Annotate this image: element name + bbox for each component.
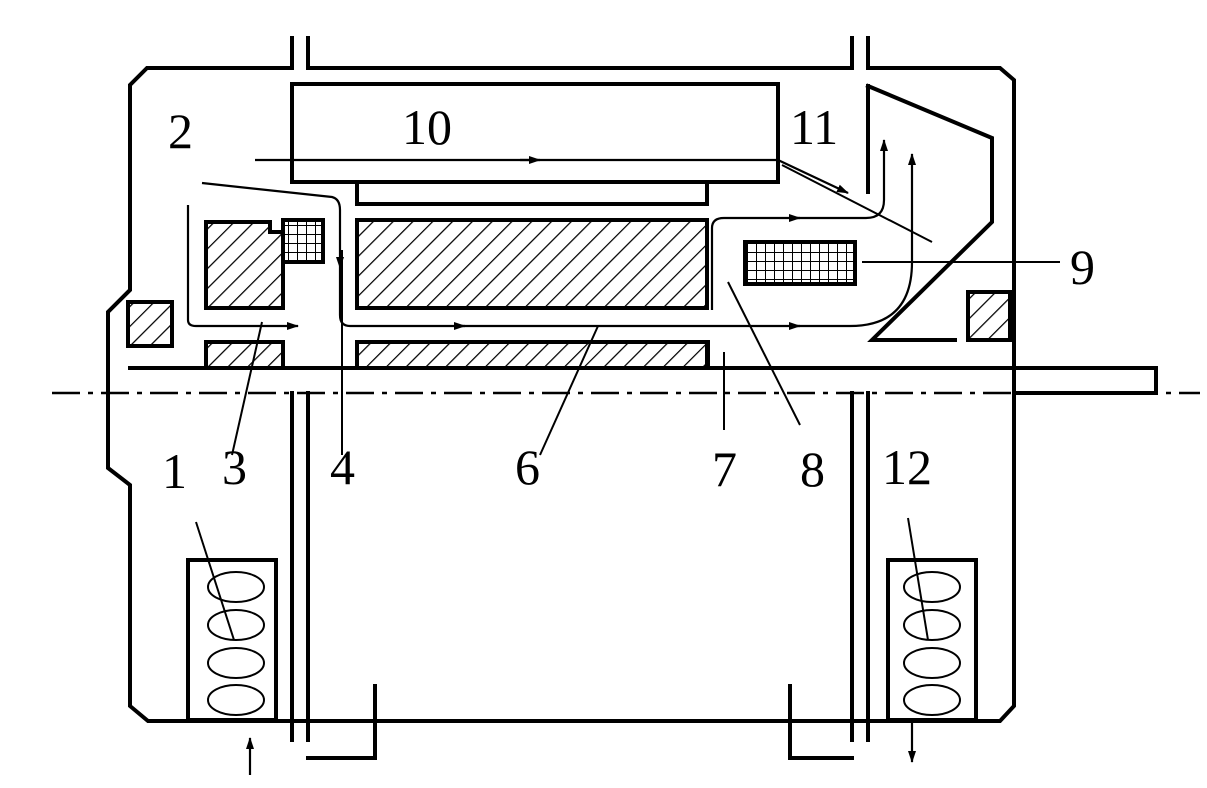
hatched-parts — [126, 218, 1012, 370]
label-3: 3 — [222, 439, 247, 495]
right-cooler-coil — [886, 558, 978, 722]
leader-lines — [195, 164, 1060, 641]
label-11: 11 — [790, 99, 838, 155]
shaft — [128, 366, 1158, 395]
upper-block-10 — [290, 82, 780, 206]
label-7: 7 — [712, 441, 737, 497]
label-9: 9 — [1070, 239, 1095, 295]
label-8: 8 — [800, 441, 825, 497]
label-4: 4 — [330, 439, 355, 495]
label-6: 6 — [515, 439, 540, 495]
label-12: 12 — [882, 439, 932, 495]
label-1: 1 — [162, 443, 187, 499]
lower-walls — [290, 391, 870, 760]
label-2: 2 — [168, 103, 193, 159]
label-10: 10 — [402, 99, 452, 155]
exhaust-duct-11 — [865, 83, 994, 342]
left-cooler-coil — [186, 558, 278, 722]
gridded-parts — [281, 218, 857, 286]
motor-housing — [106, 36, 1016, 723]
